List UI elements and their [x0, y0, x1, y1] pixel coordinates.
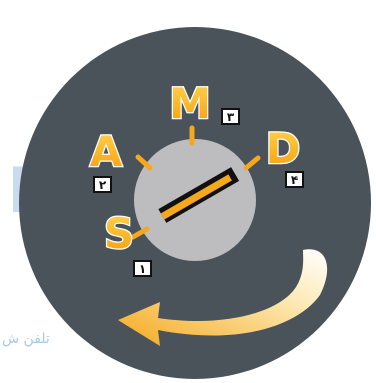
number-box-3: ۳	[221, 108, 240, 125]
rotation-arrow	[118, 249, 328, 346]
mode-letter-m[interactable]: M	[168, 78, 212, 130]
number-box-2: ۲	[93, 176, 112, 193]
mode-letter-a[interactable]: A	[88, 126, 124, 178]
watermark-text: تلفن ش	[2, 331, 50, 347]
number-label-1: ۱	[139, 262, 146, 276]
tick-d	[243, 155, 261, 171]
number-box-1: ۱	[133, 260, 152, 277]
number-label-3: ۳	[227, 110, 235, 124]
selector-lever[interactable]	[158, 167, 240, 223]
number-box-4: ۴	[285, 171, 304, 188]
number-label-4: ۴	[291, 173, 298, 187]
number-label-2: ۲	[99, 178, 107, 192]
mode-letter-s[interactable]: S	[103, 208, 136, 260]
mode-letter-d[interactable]: D	[264, 123, 301, 175]
tick-s	[130, 226, 150, 240]
tick-a	[135, 154, 153, 171]
